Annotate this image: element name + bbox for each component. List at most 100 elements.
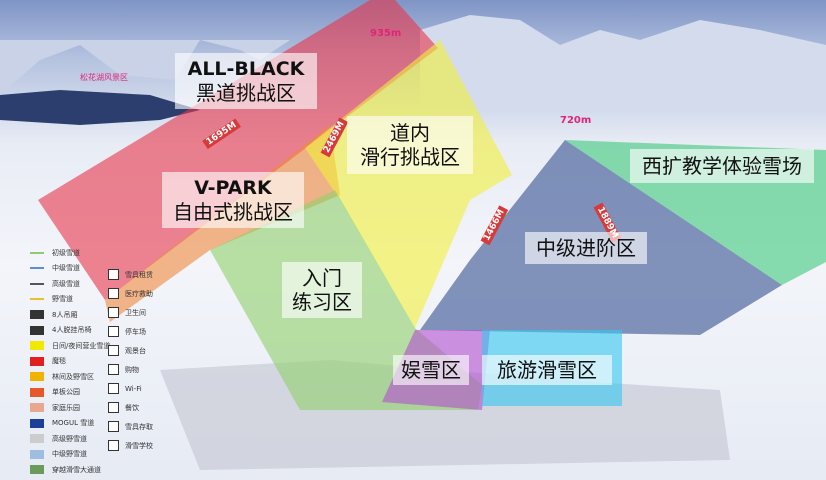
scenic-area-label: 松花湖风景区 [80,73,128,82]
legend-swatch [30,449,44,459]
legend-swatch [30,310,44,320]
facility-label: 卫生间 [125,308,146,317]
zone-title: 西扩教学体验雪场 [642,154,802,178]
legend-label: 单板公园 [52,388,80,397]
legend-item: 高级野雪道 [30,431,230,447]
legend-swatch [30,418,44,428]
legend-item: 初级雪道 [30,245,230,261]
facility-icon [108,326,119,337]
facility-item: 观景台 [108,341,153,360]
legend-swatch [30,356,44,366]
legend-item: 高级雪道 [30,276,230,292]
legend-lines: 初级雪道中级雪道高级雪道野雪道 8人吊厢 4人脱挂吊椅日间/夜间营业雪道魔毯林间及野… [30,245,230,478]
facility-icon [108,269,119,280]
legend-item: 林间及野雪区 [30,369,230,385]
facility-label: 停车场 [125,327,146,336]
zone-title: 道内 [390,121,430,145]
zone-label-west[interactable]: 西扩教学体验雪场 [630,149,814,183]
legend-swatch [30,282,44,285]
legend-item: MOGUL 雪道 [30,416,230,432]
facility-label: 餐饮 [125,403,139,412]
facility-item: Wi-Fi [108,379,153,398]
lake [0,90,200,125]
zone-label-fun[interactable]: 娱雪区 [393,355,469,385]
legend-item: 4人脱挂吊椅 [30,323,230,339]
legend-swatch [30,387,44,397]
zone-label-beginner[interactable]: 入门 练习区 [282,262,362,318]
legend-label: 林间及野雪区 [52,372,94,381]
zone-title: 娱雪区 [401,358,461,382]
zone-label-tour[interactable]: 旅游滑雪区 [482,355,612,385]
zone-title: V-PARK [194,177,272,199]
legend-swatch [30,251,44,254]
facility-item: 雪具租赁 [108,265,153,284]
facility-icon [108,383,119,394]
legend-swatch [30,325,44,335]
legend-item: 中级雪道 [30,261,230,277]
zone-title: ALL-BLACK [187,58,305,80]
legend-item: 穿越滑雪大通道 [30,462,230,478]
facility-label: 观景台 [125,346,146,355]
facility-label: 滑雪学校 [125,441,153,450]
zone-label-v-park[interactable]: V-PARK 自由式挑战区 [162,172,304,228]
legend-label: 日间/夜间营业雪道 [52,341,111,350]
facility-item: 停车场 [108,322,153,341]
mountain-left [0,40,290,95]
facility-item: 滑雪学校 [108,436,153,455]
zone-title: 中级进阶区 [536,236,636,260]
facility-label: 雪具存取 [125,422,153,431]
legend-label: MOGUL 雪道 [52,419,95,428]
facility-label: Wi-Fi [125,384,142,393]
legend-item: 日间/夜间营业雪道 [30,338,230,354]
legend-swatch [30,372,44,382]
facility-item: 购物 [108,360,153,379]
legend-label: 初级雪道 [52,248,80,257]
legend-label: 穿越滑雪大通道 [52,465,101,474]
legend-label: 魔毯 [52,357,66,366]
legend-swatch [30,298,44,301]
legend-label: 中级野雪道 [52,450,87,459]
facility-item: 医疗救助 [108,284,153,303]
zone-daonei[interactable] [305,40,512,328]
legend-item: 8人吊厢 [30,307,230,323]
zone-all-black[interactable] [38,0,438,300]
facility-icon [108,402,119,413]
legend-item: 野雪道 [30,292,230,308]
facility-label: 雪具租赁 [125,270,153,279]
legend-label: 野雪道 [52,295,73,304]
zone-title: 旅游滑雪区 [497,358,597,382]
legend-facilities: 雪具租赁医疗救助卫生间停车场观景台购物 Wi-Fi 餐饮雪具存取滑雪学校 [108,265,153,455]
facility-item: 餐饮 [108,398,153,417]
legend-item: 单板公园 [30,385,230,401]
legend-label: 高级雪道 [52,279,80,288]
zone-label-daonei[interactable]: 道内 滑行挑战区 [347,116,473,174]
facility-item: 卫生间 [108,303,153,322]
zone-subtitle: 滑行挑战区 [360,145,460,169]
facility-icon [108,307,119,318]
legend-swatch [30,403,44,413]
facility-icon [108,421,119,432]
mountain-right [420,15,826,110]
zone-subtitle: 练习区 [292,290,352,314]
facility-icon [108,288,119,299]
zone-label-intermediate[interactable]: 中级进阶区 [525,232,647,264]
legend-label: 家庭乐园 [52,403,80,412]
legend-swatch [30,267,44,270]
zone-title: 入门 [302,266,342,290]
legend-label: 中级雪道 [52,264,80,273]
legend-label: 高级野雪道 [52,434,87,443]
facility-item: 雪具存取 [108,417,153,436]
facility-icon [108,440,119,451]
zone-label-all-black[interactable]: ALL-BLACK 黑道挑战区 [175,53,317,109]
facility-label: 购物 [125,365,139,374]
facility-icon [108,364,119,375]
legend-item: 魔毯 [30,354,230,370]
zone-subtitle: 自由式挑战区 [173,200,293,224]
legend-swatch [30,434,44,444]
altitude-720: 720m [560,115,592,126]
zone-subtitle: 黑道挑战区 [196,81,296,105]
legend-label: 8人吊厢 [52,310,78,319]
facility-icon [108,345,119,356]
legend-item: 家庭乐园 [30,400,230,416]
